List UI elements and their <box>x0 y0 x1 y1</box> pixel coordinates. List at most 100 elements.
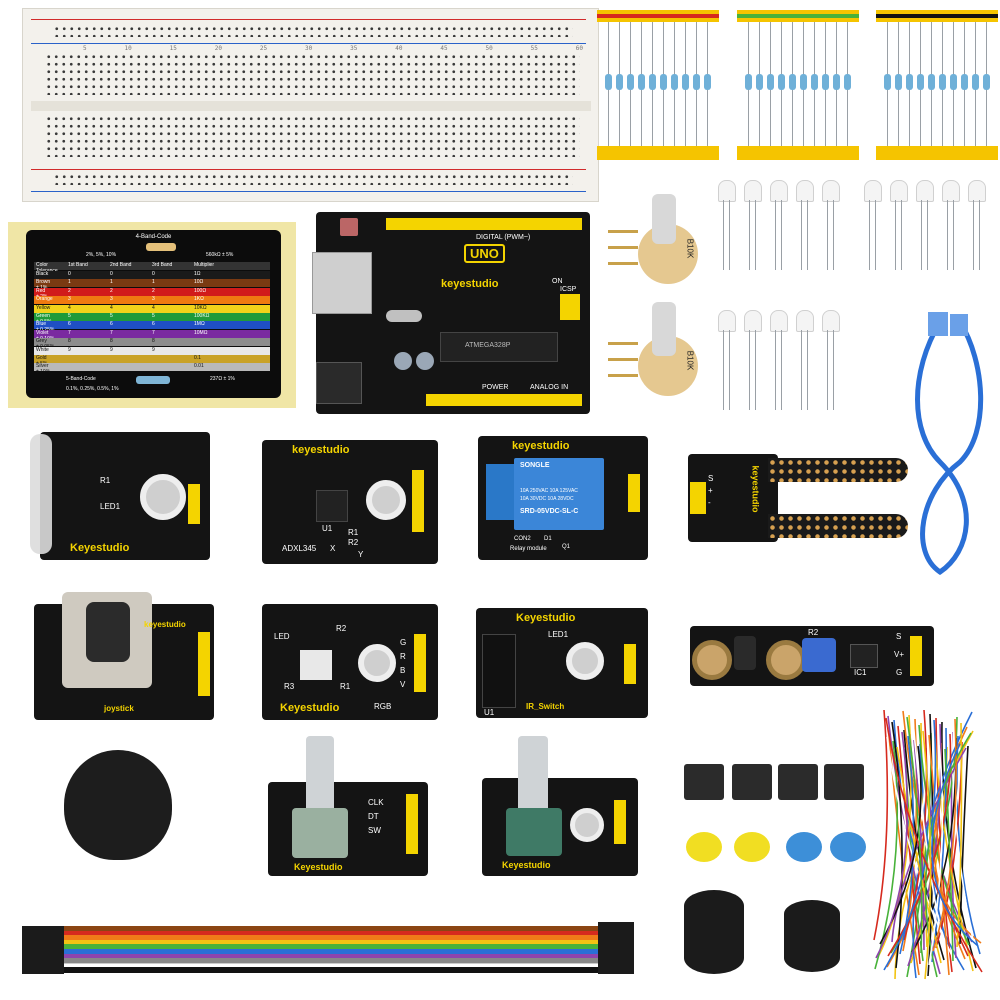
led <box>770 310 788 332</box>
encoder-shaft <box>306 736 334 814</box>
pin-header <box>188 484 200 524</box>
resistor-color-chart: 4-Band-Code 2%, 5%, 10% 560kΩ ± 5% Color… <box>8 222 296 408</box>
jumper-wire <box>899 735 915 955</box>
led <box>942 180 960 202</box>
pin-header <box>412 470 424 532</box>
q-label: Q1 <box>562 544 571 550</box>
footer-title: 5-Band-Code <box>66 376 96 382</box>
column-numbers: 5 10 15 20 25 30 35 40 45 50 55 60 <box>83 45 583 52</box>
reset-button[interactable] <box>340 218 358 236</box>
col-number: 55 <box>530 45 538 52</box>
led <box>718 180 736 202</box>
led-leg <box>827 330 828 410</box>
col-number: 20 <box>214 45 222 52</box>
chart-cell: Silver <box>36 363 49 370</box>
active-buzzer <box>684 890 744 974</box>
chart-cell: Brown <box>36 279 51 286</box>
led-leg <box>729 330 730 410</box>
resistor <box>627 74 634 90</box>
ribbon-connector-left <box>22 926 64 974</box>
module-brand: keyestudio <box>512 440 570 452</box>
jumper-wire <box>944 748 954 962</box>
led-leg <box>723 200 724 270</box>
jumper-wire <box>931 743 979 947</box>
uno-logo: UNO <box>464 244 505 263</box>
rgb-led-module: LED R2 R3 R1 Keyestudio RGB G R B V <box>262 604 438 720</box>
chart-cell: Green <box>36 313 50 319</box>
chart-cell: 3 <box>110 296 113 303</box>
usb-cable <box>915 312 984 576</box>
led-leg <box>921 200 922 270</box>
mount-hole <box>358 644 396 682</box>
relay-model: SRD-05VDC-SL-C <box>520 508 579 515</box>
led <box>796 180 814 202</box>
module-brand: keyestudio <box>144 620 186 629</box>
chart-cell: 2 <box>68 287 71 294</box>
pot-marking: B10K <box>685 350 695 371</box>
resistor <box>906 74 913 90</box>
resistor <box>745 74 752 90</box>
resistor-strip-black <box>876 10 998 160</box>
tactile-button <box>824 764 864 800</box>
resistor-strip-green <box>737 10 859 160</box>
chart-cell: Grey <box>36 338 47 345</box>
jumper-wire <box>928 734 950 976</box>
power-rail-red-bottom <box>31 169 586 170</box>
chart-cell: 4 <box>152 304 155 311</box>
resistor <box>605 74 612 90</box>
relay-spec1: 10A 250VAC 10A 125VAC <box>520 488 578 494</box>
module-brand: Keyestudio <box>502 860 551 870</box>
resistor-strip-red <box>597 10 719 160</box>
chart-cell: 1 <box>110 279 113 286</box>
jumper-wire <box>896 746 942 964</box>
led-leg <box>775 330 776 410</box>
chart-cell: Black <box>36 271 49 277</box>
module-brand: Keyestudio <box>280 702 340 714</box>
power-rail-holes-bottom <box>53 173 573 185</box>
atmega-chip: ATMEGA328P <box>440 332 558 362</box>
pin-label: S <box>896 632 902 641</box>
led <box>968 180 986 202</box>
resistor <box>939 74 946 90</box>
uno-board: UNO keyestudio DIGITAL (PWM~) POWER ANAL… <box>312 212 590 414</box>
module-brand: Keyestudio <box>516 612 576 624</box>
chart-cell: 10MΩ <box>194 329 208 336</box>
chart-header-cell: Multiplier <box>194 262 215 268</box>
chart-header-cell: Color <box>36 262 48 268</box>
chart-cell: 9 <box>68 346 71 353</box>
jumper-wire <box>883 719 937 971</box>
led-leg <box>947 200 948 270</box>
chart-cell: Gold <box>36 355 47 361</box>
col-number: 15 <box>169 45 177 52</box>
ir-switch-module: Keyestudio IR_Switch U1 LED1 <box>476 608 648 718</box>
led <box>718 310 736 332</box>
ir-label: IR_Switch <box>526 702 565 711</box>
encoder-shaft <box>518 736 548 814</box>
led <box>822 180 840 202</box>
reed-switch-module: Keyestudio LED1 R1 <box>30 432 210 560</box>
pin-header <box>614 800 626 844</box>
mount-hole <box>140 474 186 520</box>
led-leg <box>781 330 782 410</box>
con-label: CON2 <box>514 536 531 542</box>
potentiometer: B10K <box>608 302 700 398</box>
resistor <box>789 74 796 90</box>
joystick-gimbal <box>62 592 152 688</box>
resistor <box>671 74 678 90</box>
passive-buzzer <box>784 900 840 972</box>
col-number: 30 <box>305 45 313 52</box>
pin-header <box>624 644 636 684</box>
ic-label: IC1 <box>854 668 867 677</box>
resistor <box>972 74 979 90</box>
jumper-wire <box>887 733 952 957</box>
ribbon-wire <box>62 930 602 937</box>
breadboard: 5 10 15 20 25 30 35 40 45 50 55 60 <box>22 8 599 202</box>
chart-title: 4-Band-Code <box>135 234 172 240</box>
center-channel <box>31 101 591 111</box>
chart-cell: 1MΩ <box>194 321 205 328</box>
led-leg <box>755 330 756 410</box>
chart-cell: 2 <box>152 287 155 294</box>
